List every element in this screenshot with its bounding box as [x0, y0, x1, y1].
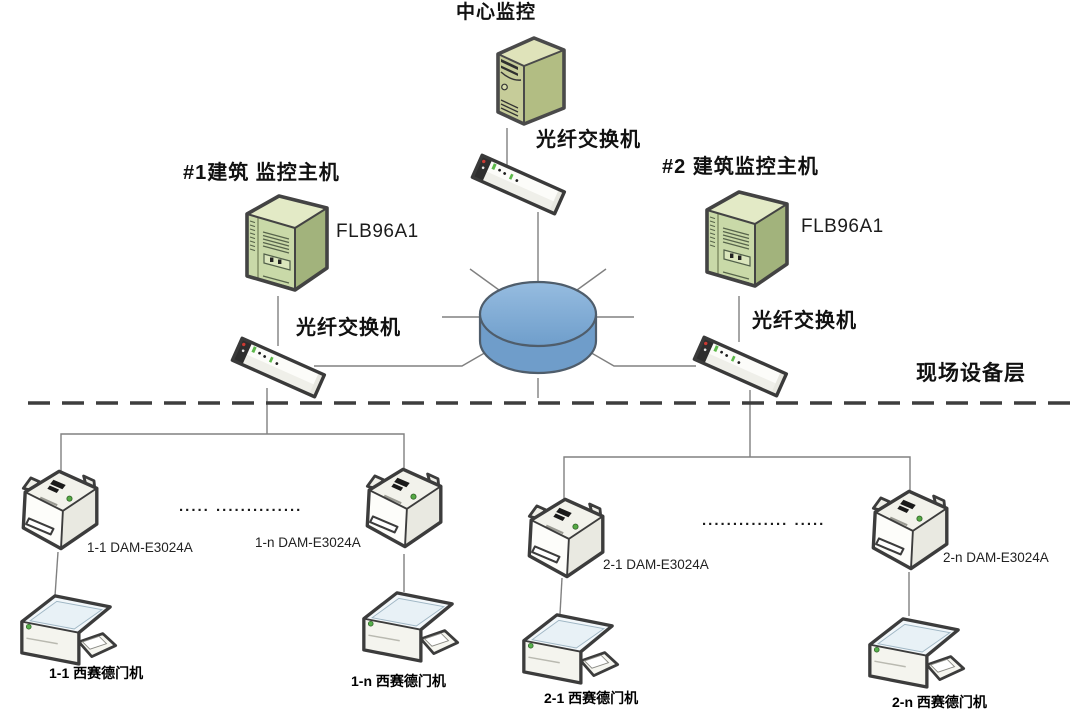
- dam-module-1-1-icon: [21, 469, 99, 551]
- door-1-n-label: 1-n 西赛德门机: [351, 673, 446, 689]
- dam-module-2-1-icon: [527, 497, 605, 579]
- door-machine-1-1-icon: [20, 594, 118, 666]
- building2-host-label: #2 建筑监控主机: [662, 156, 819, 178]
- building1-model-label: FLB96A1: [336, 221, 419, 242]
- door-machine-1-n-icon: [362, 591, 460, 663]
- door-machine-2-n-icon: [868, 617, 966, 689]
- field-layer-label: 现场设备层: [916, 362, 1026, 385]
- central-monitor-label: 中心监控: [456, 2, 537, 23]
- building2-switch-label: 光纤交换机: [752, 310, 857, 332]
- central-server-icon: [496, 36, 566, 126]
- dam-1-n-label: 1-n DAM-E3024A: [255, 535, 361, 550]
- dam-module-1-n-icon: [365, 467, 443, 549]
- building1-switch-label: 光纤交换机: [296, 317, 401, 339]
- dam-module-2-n-icon: [871, 489, 949, 571]
- dam-1-1-label: 1-1 DAM-E3024A: [87, 540, 193, 555]
- dam-2-n-label: 2-n DAM-E3024A: [943, 550, 1049, 565]
- building2-server-icon: [705, 190, 789, 288]
- door-machine-2-1-icon: [522, 613, 620, 685]
- building1-ellipsis: ..... ..............: [179, 498, 303, 515]
- central-switch-icon: [470, 153, 567, 216]
- door-1-1-label: 1-1 西赛德门机: [49, 665, 144, 681]
- door-2-1-label: 2-1 西赛德门机: [544, 690, 639, 706]
- central-switch-label: 光纤交换机: [536, 129, 641, 151]
- building2-switch-icon: [692, 335, 789, 398]
- building2-model-label: FLB96A1: [801, 216, 884, 237]
- building2-ellipsis: .............. .....: [702, 512, 826, 529]
- network-ring-icon: [478, 280, 598, 375]
- building1-server-icon: [245, 194, 329, 292]
- dam-2-1-label: 2-1 DAM-E3024A: [603, 557, 709, 572]
- building1-host-label: #1建筑 监控主机: [183, 162, 340, 184]
- building1-switch-icon: [230, 336, 327, 399]
- door-2-n-label: 2-n 西赛德门机: [892, 694, 987, 710]
- connector-lines: [54, 128, 911, 616]
